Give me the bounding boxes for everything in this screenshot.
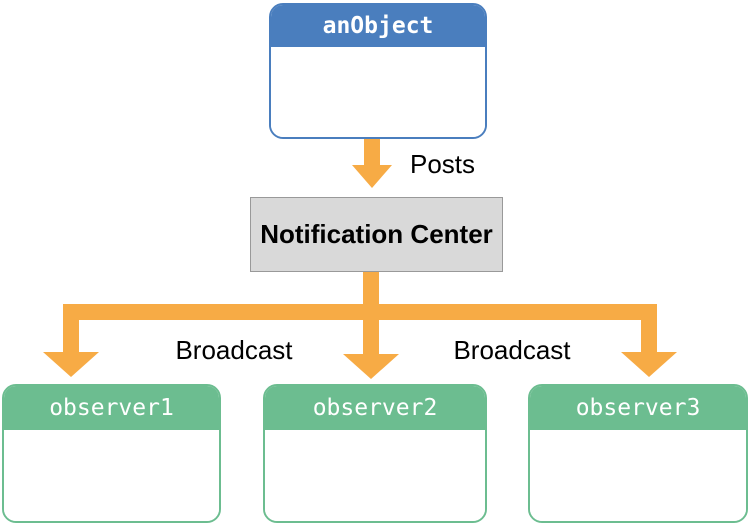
node-anobject: anObject — [269, 3, 487, 139]
broadcast-left-head — [43, 352, 99, 377]
node-observer2-title: observer2 — [265, 386, 485, 430]
node-observer1-title: observer1 — [4, 386, 219, 430]
broadcast-label-right: Broadcast — [453, 335, 571, 365]
broadcast-right-head — [621, 352, 677, 377]
broadcast-label-left: Broadcast — [175, 335, 293, 365]
posts-label: Posts — [410, 149, 476, 179]
broadcast-middle-head — [343, 354, 399, 379]
node-observer3: observer3 — [528, 384, 748, 523]
broadcast-right-shaft — [641, 318, 657, 354]
node-observer3-body — [530, 430, 746, 521]
posts-arrow-head — [352, 165, 392, 188]
broadcast-left-shaft — [63, 318, 79, 354]
node-observer1-body — [4, 430, 219, 521]
broadcast-trunk-shaft — [363, 272, 379, 356]
broadcast-bar — [63, 304, 657, 320]
node-anobject-body — [271, 47, 485, 137]
posts-arrow-shaft — [364, 139, 380, 167]
node-observer1: observer1 — [2, 384, 221, 523]
node-notification-center: Notification Center — [250, 197, 503, 272]
node-observer2: observer2 — [263, 384, 487, 523]
node-observer3-title: observer3 — [530, 386, 746, 430]
node-notification-center-title: Notification Center — [260, 219, 493, 249]
node-anobject-title: anObject — [271, 5, 485, 47]
node-observer2-body — [265, 430, 485, 521]
